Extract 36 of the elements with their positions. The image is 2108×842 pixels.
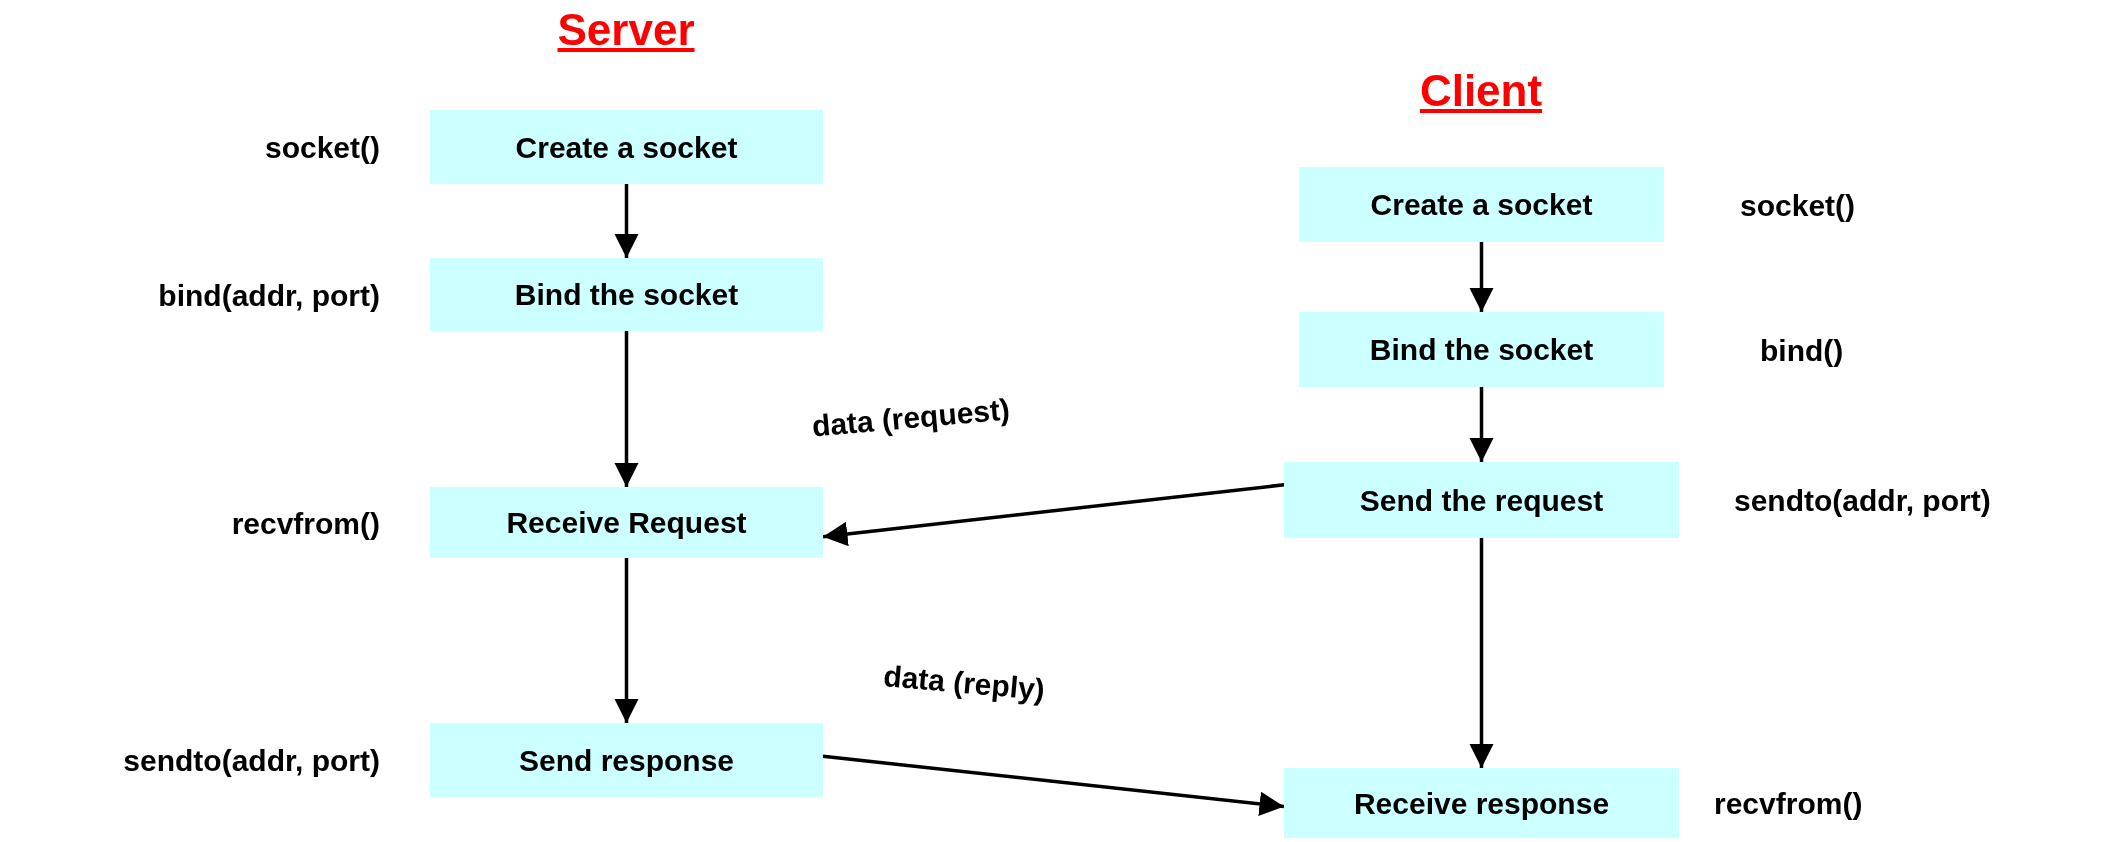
process-box [1284, 462, 1679, 538]
arrow [1469, 538, 1494, 768]
arrow [614, 184, 639, 258]
arrow [614, 331, 639, 487]
function-call: recvfrom() [1714, 785, 1863, 822]
function-call: bind() [1760, 332, 1844, 369]
step-text: Create a socket [515, 129, 738, 166]
step-text: Send the request [1359, 482, 1604, 519]
column-heading: Client [1419, 65, 1543, 117]
edge-label: data (reply) [881, 658, 1047, 708]
step-text: Receive Request [506, 505, 747, 541]
process-box [430, 258, 823, 331]
step-text: Send response [518, 742, 735, 779]
step-text: Receive response [1353, 785, 1610, 822]
process-box [1284, 768, 1679, 838]
process-box [1299, 312, 1664, 387]
step-text: Bind the socket [514, 277, 739, 313]
arrow [822, 754, 1285, 817]
arrow [1469, 387, 1494, 462]
function-call: sendto(addr, port) [123, 742, 380, 779]
arrow [614, 558, 639, 723]
process-box [430, 110, 823, 184]
arrow [1469, 242, 1494, 312]
function-call: sendto(addr, port) [1734, 482, 1991, 519]
function-call: recvfrom() [231, 505, 380, 542]
edge-label: data (request) [810, 391, 1012, 445]
process-box [1299, 167, 1664, 242]
step-text: Create a socket [1370, 187, 1593, 223]
function-call: bind(addr, port) [158, 277, 380, 314]
process-box [430, 723, 823, 797]
process-box [430, 487, 823, 558]
step-text: Bind the socket [1369, 332, 1594, 368]
function-call: socket() [1740, 187, 1856, 224]
function-call: socket() [264, 129, 380, 166]
arrow [822, 483, 1285, 547]
column-heading: Server [557, 4, 695, 56]
